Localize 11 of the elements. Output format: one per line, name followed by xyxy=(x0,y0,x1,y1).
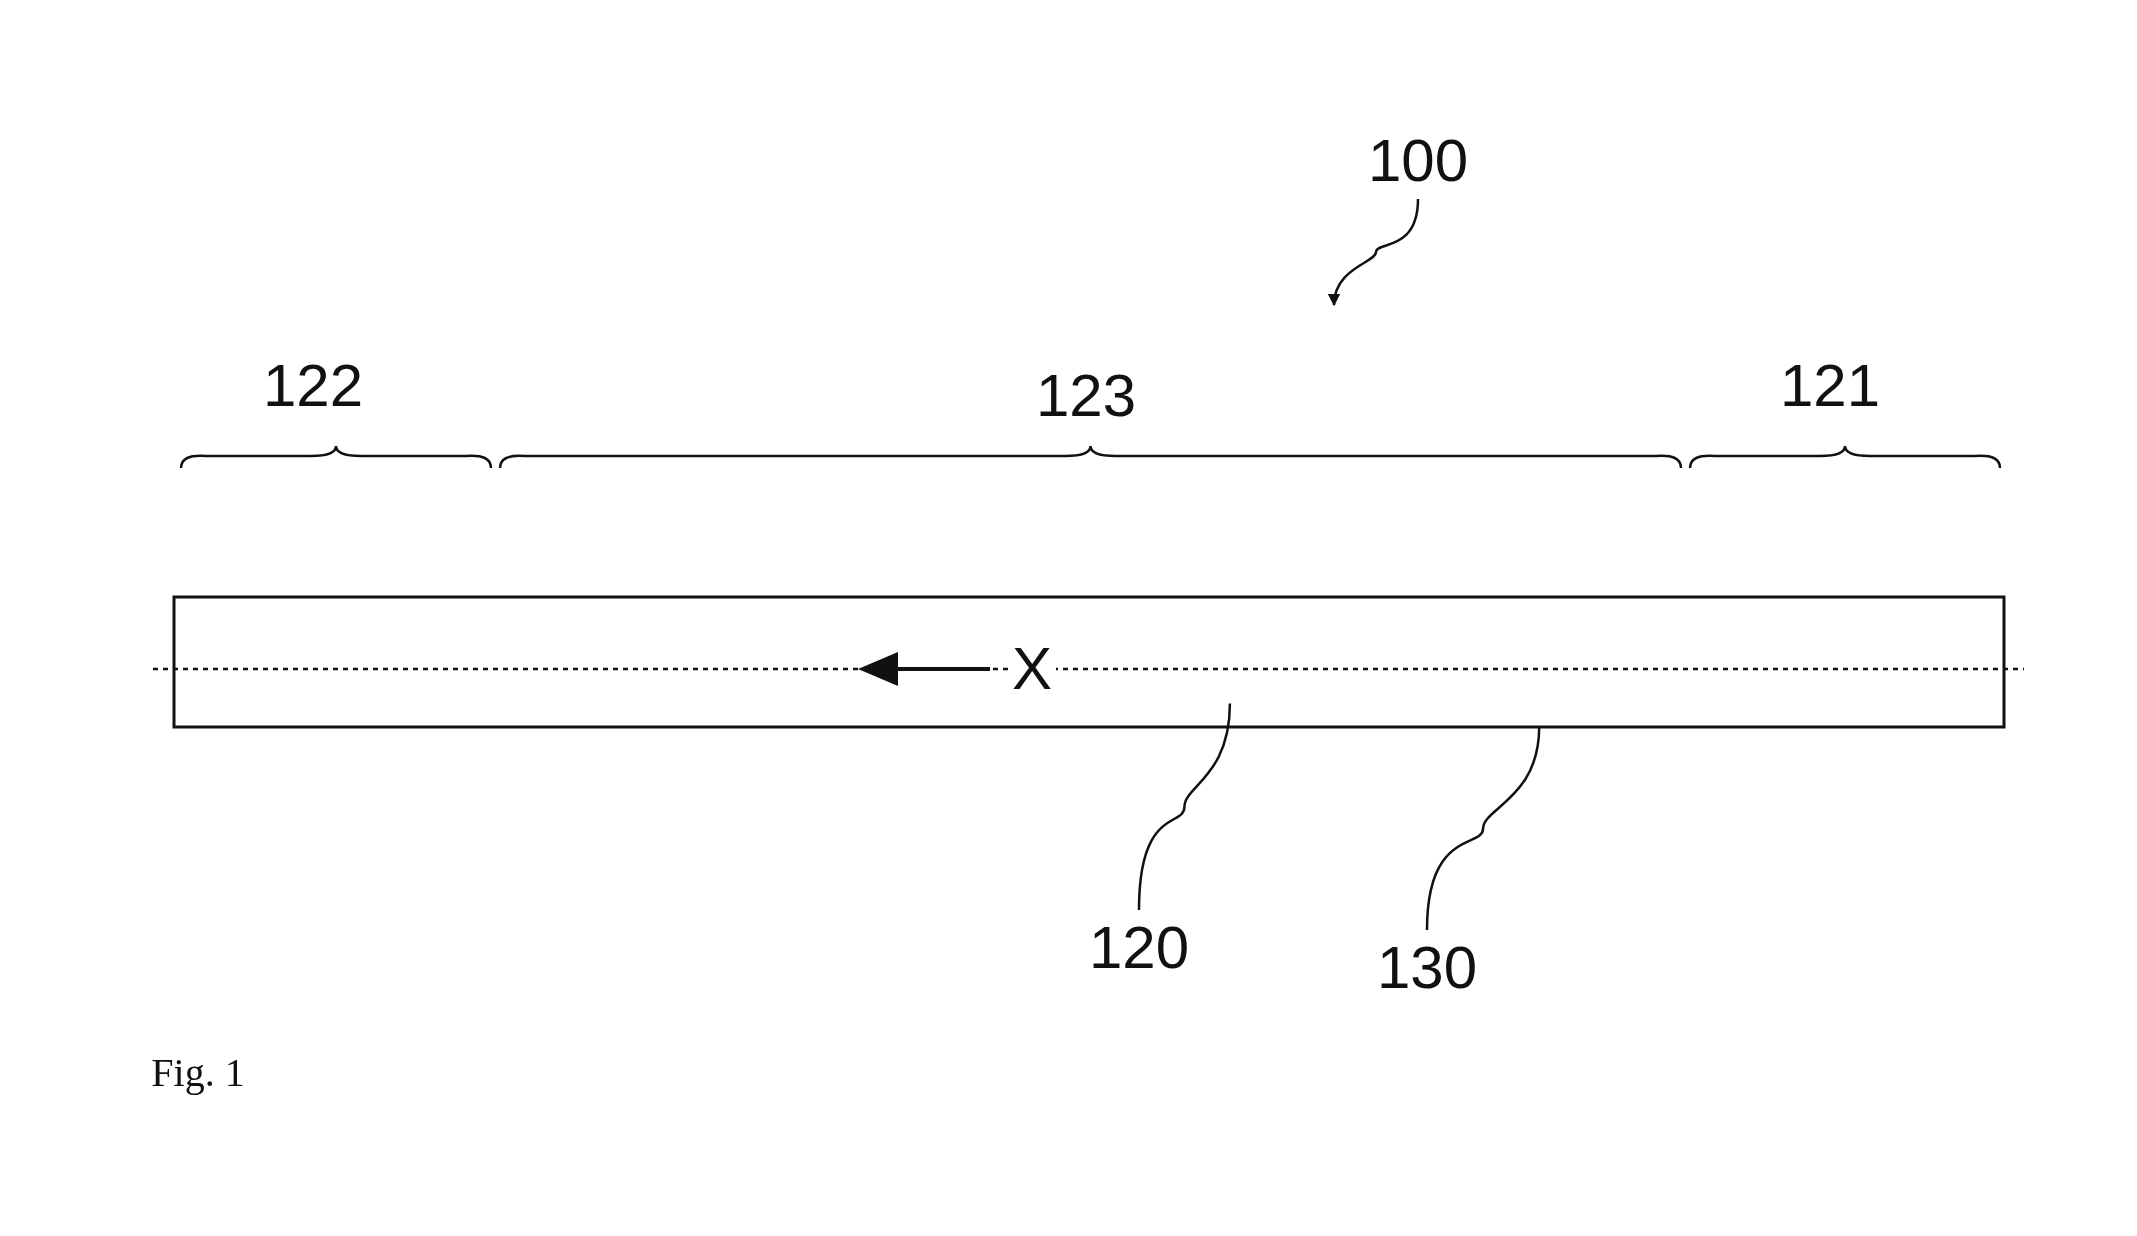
reference-numeral: 130 xyxy=(1376,938,1478,998)
figure-caption: Fig. 1 xyxy=(151,1053,245,1093)
leader-line xyxy=(1425,726,1541,931)
leader-arrow xyxy=(1328,198,1420,307)
tube-body xyxy=(172,595,2006,729)
reference-numeral: 100 xyxy=(1367,131,1469,191)
reference-numeral: 120 xyxy=(1088,918,1190,978)
reference-numeral: 122 xyxy=(262,356,364,416)
leader-line xyxy=(1137,703,1232,911)
reference-numeral: 123 xyxy=(1035,366,1137,426)
reference-numeral: 121 xyxy=(1779,356,1881,416)
